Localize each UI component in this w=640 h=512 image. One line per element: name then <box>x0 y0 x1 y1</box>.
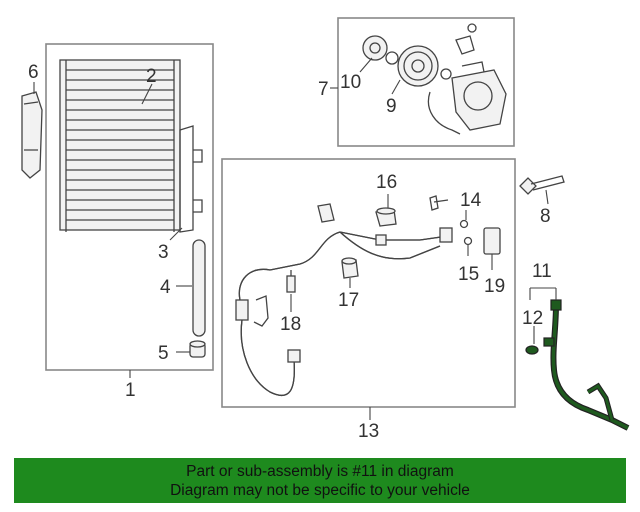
highlighted-hose-11 <box>525 299 630 431</box>
callout-13: 13 <box>358 421 379 442</box>
callout-10: 10 <box>340 72 361 93</box>
callout-12: 12 <box>522 308 543 329</box>
callout-3: 3 <box>158 242 169 263</box>
banner-line-part: Part or sub-assembly is #11 in diagram <box>186 462 454 480</box>
callout-19: 19 <box>484 276 505 297</box>
callout-8: 8 <box>540 206 551 227</box>
receiver-tube <box>192 239 206 337</box>
ac-line-assembly <box>235 203 453 397</box>
bolt <box>519 175 565 195</box>
callout-14: 14 <box>460 190 482 211</box>
callout-4: 4 <box>160 277 171 298</box>
callout-5: 5 <box>158 343 169 364</box>
frame-compressor <box>337 17 515 147</box>
callout-6: 6 <box>28 62 39 83</box>
condenser-core <box>59 59 203 233</box>
receiver-cap <box>189 340 206 358</box>
parts-diagram: 1 2 3 4 5 6 7 8 9 10 11 12 13 14 15 16 1… <box>21 17 630 442</box>
callout-16: 16 <box>376 172 397 193</box>
compressor-body <box>451 23 507 131</box>
info-banner: Part or sub-assembly is #11 in diagram D… <box>14 458 626 503</box>
fitting-parts <box>286 195 501 293</box>
callout-17: 17 <box>338 290 359 311</box>
callout-18: 18 <box>280 314 301 335</box>
callout-7: 7 <box>318 79 329 100</box>
callout-9: 9 <box>386 96 397 117</box>
callout-2: 2 <box>146 66 157 87</box>
callout-15: 15 <box>458 264 479 285</box>
callout-1: 1 <box>125 380 136 401</box>
banner-line-disclaimer: Diagram may not be specific to your vehi… <box>170 481 470 499</box>
callout-11: 11 <box>532 261 552 282</box>
side-bracket <box>21 91 43 179</box>
frame-lines <box>221 158 516 408</box>
leader-lines <box>33 57 557 420</box>
compressor-clutch <box>362 35 461 135</box>
